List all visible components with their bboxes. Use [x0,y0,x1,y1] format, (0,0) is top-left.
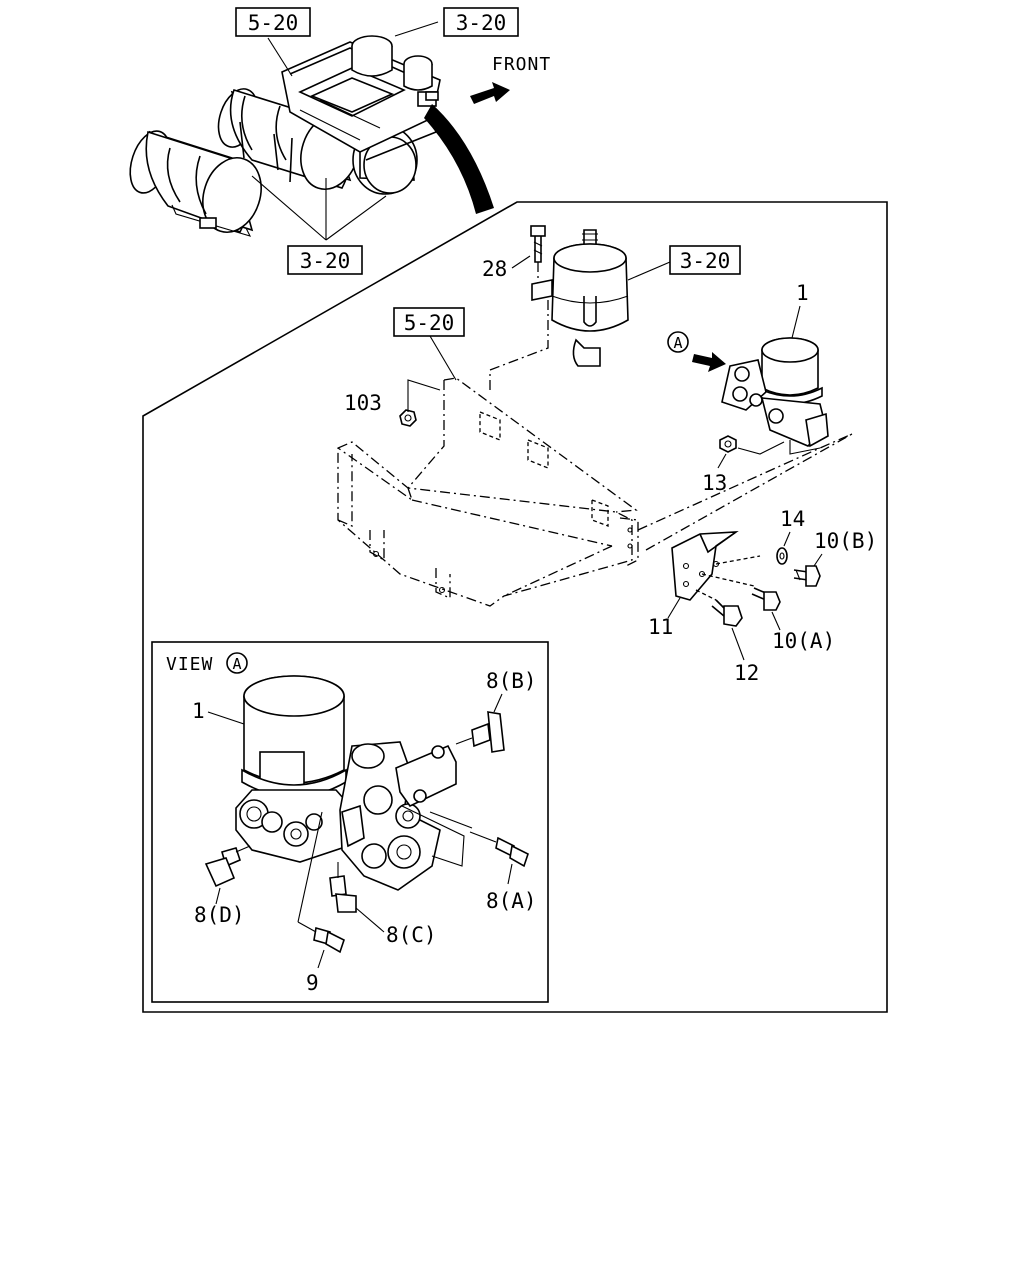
label-103: 103 [344,391,382,415]
swoosh-arrow [424,104,494,214]
label-13: 13 [702,471,727,495]
dryer-tank [531,229,629,367]
fitting-8b [455,711,505,753]
svg-text:A: A [673,334,682,352]
label-8c: 8(C) [386,923,437,947]
inset-label-1: 1 [192,699,205,723]
dryer-link-line [489,300,549,390]
ref-3-20-tanks: 3-20 [300,249,351,273]
label-9: 9 [306,971,319,995]
detail-frame [142,201,888,1013]
ref-3-20-dryer: 3-20 [680,249,731,273]
label-12: 12 [734,661,759,685]
mounting-tray [337,377,639,607]
fitting-8d [204,845,251,888]
fitting-8c [329,862,357,913]
bracket-11 [671,531,761,601]
front-label: FRONT [492,54,551,75]
fitting-9 [297,811,345,954]
ref-box-top-right: 3-20 [443,7,519,37]
left-tank [129,130,262,237]
label-8a: 8(A) [486,889,537,913]
ref-5-20-top: 5-20 [248,11,299,35]
bolt-12 [711,599,743,627]
label-11: 11 [648,615,673,639]
inset-title: VIEW [166,654,213,675]
ref-box-top-left: 5-20 [235,7,311,37]
label-10b: 10(B) [814,529,877,553]
label-14: 14 [780,507,805,531]
front-arrow [470,82,510,104]
ref-5-20-tray: 5-20 [404,311,455,335]
label-8d: 8(D) [194,903,245,927]
ref-3-20-top: 3-20 [456,11,507,35]
air-dryer-unit [721,337,829,455]
overview-housing [281,35,441,161]
label-28: 28 [482,257,507,281]
ref-box-tray: 5-20 [393,307,465,337]
nut-103 [399,379,441,427]
label-8b: 8(B) [486,669,537,693]
bolt-10b [793,565,821,587]
inset-marker: A [232,655,241,673]
washer-14 [776,547,788,565]
ref-box-dryer: 3-20 [669,245,741,275]
valve-link-line [637,433,853,531]
overview-assembly [129,21,510,241]
center-tanks [217,88,418,195]
fitting-8a [469,831,529,868]
view-a-inset [151,641,549,1003]
inset-marker-circle [226,652,248,674]
view-a-marker: A [667,331,726,372]
ref-box-tanks: 3-20 [287,245,363,275]
inset-air-dryer [235,675,353,863]
nut-13 [719,435,785,455]
bolt-10a [751,587,781,611]
label-10a: 10(A) [772,629,835,653]
label-1: 1 [796,281,809,305]
bolt-28 [530,225,546,290]
inset-valve-body [339,741,473,891]
